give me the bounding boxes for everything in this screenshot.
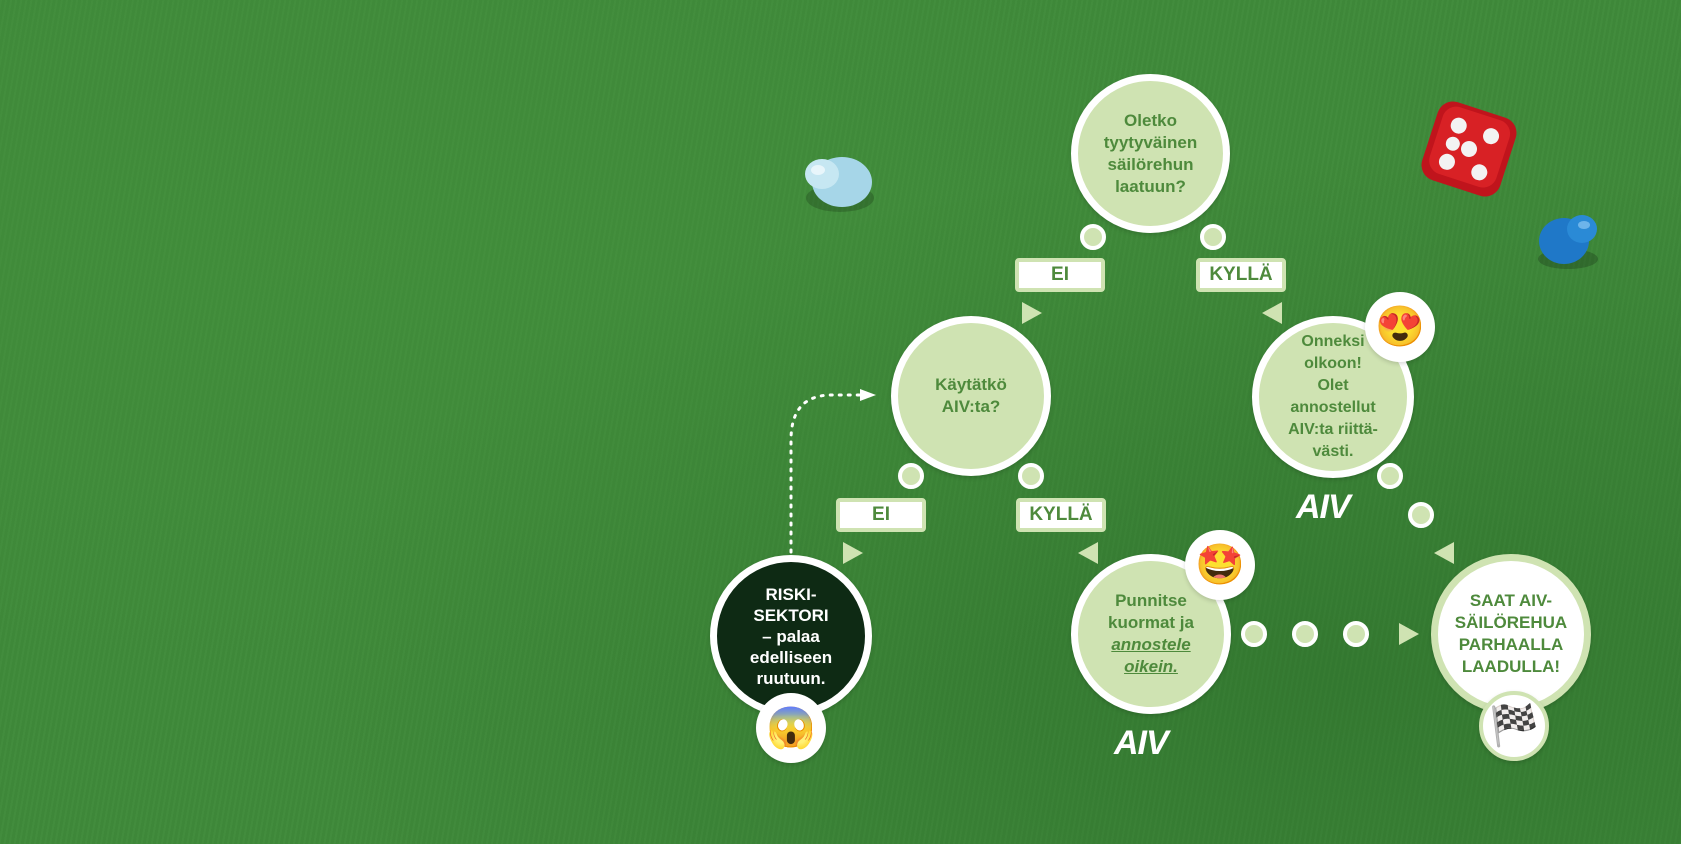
aiv-logo: AIV	[1114, 724, 1169, 762]
arrow-left-icon	[1434, 542, 1454, 564]
node-text-line: västi.	[1312, 443, 1354, 460]
node-text-line: SÄILÖREHUA	[1454, 613, 1568, 632]
arrow-right-icon	[1399, 623, 1419, 645]
node-text-line: Käytätkö	[935, 375, 1007, 394]
blue-pawn-icon	[1538, 215, 1598, 269]
node-text-line-emphasis: annostele	[1111, 635, 1191, 654]
node-text-line: RISKI-	[765, 584, 817, 604]
path-dot	[1200, 224, 1226, 250]
node-use-aiv-question: Käytätkö AIV:ta?	[891, 316, 1051, 476]
node-text-line: ruutuun.	[756, 668, 826, 688]
node-text-line: SEKTORI	[753, 605, 829, 625]
node-text-line: SAAT AIV-	[1469, 591, 1553, 610]
arrow-left-icon	[1078, 542, 1098, 564]
path-dot	[1377, 463, 1403, 489]
path-dot	[1241, 621, 1267, 647]
node-text-line: olkoon! Olet	[1304, 355, 1362, 394]
node-text-line: annostellut	[1290, 399, 1376, 416]
node-text-line: Punnitse	[1115, 591, 1187, 610]
node-text-line: AIV:ta?	[941, 397, 1001, 416]
label-yes-top: KYLLÄ	[1196, 258, 1286, 292]
checkered-flag-icon: 🏁	[1479, 691, 1549, 761]
node-goal: SAAT AIV- SÄILÖREHUA PARHAALLA LAADULLA!	[1431, 554, 1591, 714]
node-satisfied-question: Oletko tyytyväinen säilörehun laatuun?	[1071, 74, 1230, 233]
node-text-line: tyytyväinen	[1103, 132, 1198, 152]
heart-eyes-emoji-icon: 😍	[1365, 292, 1435, 362]
node-text-line: Oletko	[1124, 110, 1177, 130]
path-dot	[1080, 224, 1106, 250]
path-dot	[1018, 463, 1044, 489]
node-text-line: kuormat ja	[1108, 613, 1194, 632]
node-text-line: säilörehun	[1107, 154, 1194, 174]
path-dot	[898, 463, 924, 489]
label-no-top: EI	[1015, 258, 1105, 292]
path-dot	[1292, 621, 1318, 647]
label-no-mid: EI	[836, 498, 926, 532]
arrow-right-icon	[1022, 302, 1042, 324]
star-struck-emoji-icon: 🤩	[1185, 530, 1255, 600]
light-blue-pawn-icon	[805, 157, 874, 212]
node-text-line: LAADULLA!	[1461, 657, 1561, 676]
node-text-line-emphasis: oikein.	[1124, 657, 1178, 676]
label-yes-mid: KYLLÄ	[1016, 498, 1106, 532]
arrow-right-icon	[843, 542, 863, 564]
node-text-line: PARHAALLA	[1458, 635, 1564, 654]
node-text-line: edelliseen	[749, 647, 833, 667]
screaming-face-emoji-icon: 😱	[756, 693, 826, 763]
red-die-icon	[1421, 101, 1517, 197]
node-text-line: laatuun?	[1115, 176, 1186, 196]
node-text-line: – palaa	[762, 626, 820, 646]
node-text-line: Onneksi	[1301, 333, 1365, 350]
path-dot	[1343, 621, 1369, 647]
arrow-left-icon	[1262, 302, 1282, 324]
aiv-logo: AIV	[1296, 488, 1351, 526]
node-text-line: AIV:ta riittä-	[1288, 421, 1378, 438]
path-dot	[1408, 502, 1434, 528]
